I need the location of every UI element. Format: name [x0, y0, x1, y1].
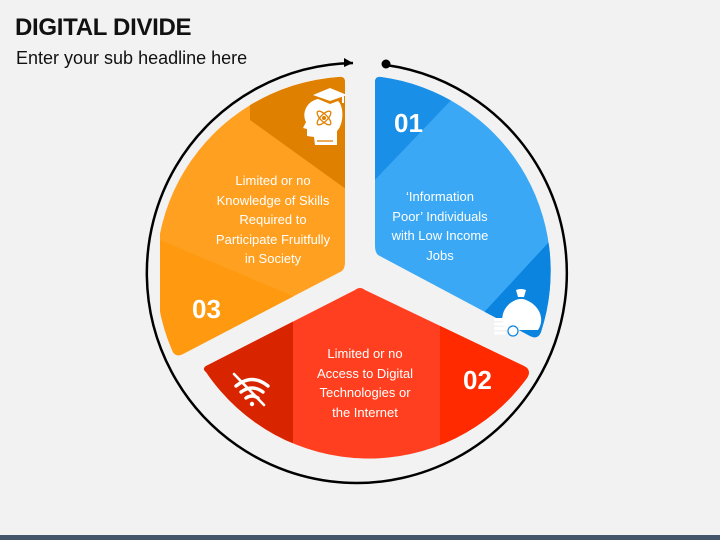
ring-start-dot: [381, 59, 391, 69]
segment-03-text: Limited or no Knowledge of Skills Requir…: [215, 173, 331, 266]
segment-03-number: 03: [192, 294, 221, 324]
knowledge-head-icon: [303, 88, 347, 145]
money-bag-icon: [494, 289, 542, 337]
cycle-ring: [145, 61, 569, 485]
page-title: DIGITAL DIVIDE: [15, 14, 192, 41]
no-wifi-icon: [232, 372, 270, 407]
arrow-head-icon: [344, 58, 353, 67]
segment-02-text: Limited or no Access to Digital Technolo…: [316, 346, 414, 420]
footer-bar: [0, 535, 720, 540]
segment-01-text: ‘Information Poor’ Individuals with Low …: [391, 189, 489, 263]
page-subtitle: Enter your sub headline here: [16, 48, 248, 68]
segment-01-number: 01: [394, 108, 423, 138]
segment-02-number: 02: [463, 365, 492, 395]
